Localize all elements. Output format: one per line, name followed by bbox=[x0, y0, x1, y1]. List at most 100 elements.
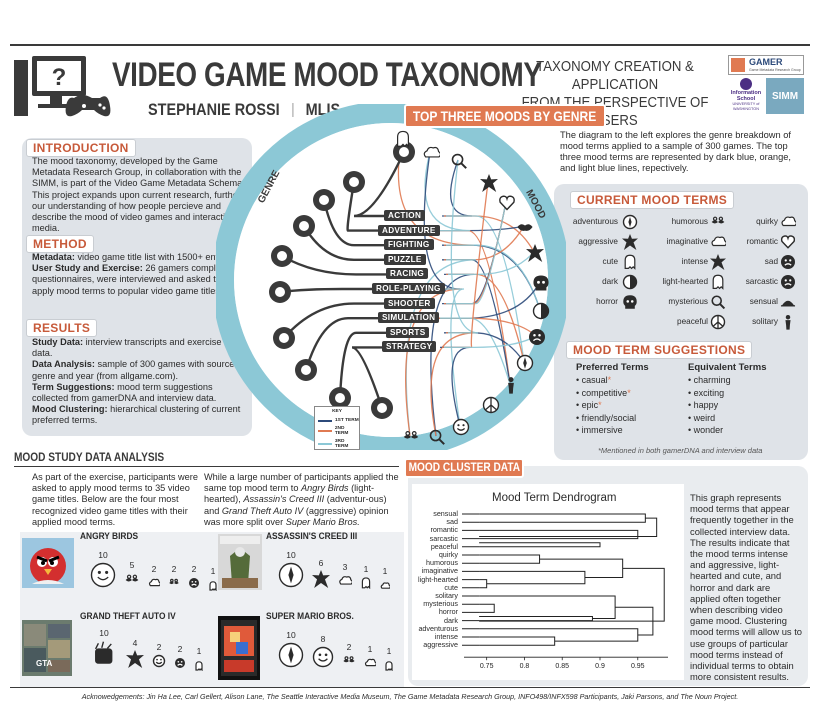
genre-mood-diagram bbox=[216, 104, 566, 450]
burst-icon bbox=[526, 244, 544, 262]
mood-link bbox=[448, 251, 535, 276]
dendro-tick-label: 0.9 bbox=[595, 663, 605, 670]
dendro-label-aggressive: aggressive bbox=[423, 640, 458, 650]
dendro-branch bbox=[479, 616, 593, 622]
mood-term-intense: intense bbox=[681, 257, 708, 266]
key-swatch-2 bbox=[318, 430, 332, 432]
svg-text:?: ? bbox=[52, 64, 67, 91]
mood-link bbox=[438, 229, 511, 385]
gamer-logo-mark bbox=[731, 58, 745, 72]
cute-icon bbox=[622, 254, 638, 270]
preferred-term: • competitive* bbox=[576, 387, 631, 398]
current-terms-label: CURRENT MOOD TERMS bbox=[570, 191, 735, 209]
search-icon bbox=[428, 428, 446, 446]
top-moods-title: TOP THREE MOODS BY GENRE bbox=[404, 104, 606, 128]
genre-icon-center bbox=[377, 403, 387, 413]
intro-label: INTRODUCTION bbox=[26, 139, 136, 157]
method-list: Metadata: video game title list with 150… bbox=[32, 252, 240, 297]
genre-icon-center bbox=[299, 221, 309, 231]
dendro-label-cute: cute bbox=[444, 582, 458, 592]
mood-term-sarcastic: sarcastic bbox=[745, 277, 778, 286]
cluster-text: This graph represents mood terms that ap… bbox=[690, 492, 803, 683]
angry-birds-cover bbox=[22, 538, 74, 588]
compass-icon bbox=[516, 354, 534, 372]
dendro-branch bbox=[479, 517, 658, 538]
intense-icon bbox=[710, 254, 726, 270]
dendro-label-adventurous: adventurous bbox=[418, 623, 458, 633]
mood-term-solitary: solitary bbox=[752, 317, 778, 326]
dendro-label-dark: dark bbox=[444, 615, 458, 625]
mood-term-quirky: quirky bbox=[756, 217, 778, 226]
sarcastic-icon bbox=[780, 274, 796, 290]
study-label: MOOD STUDY DATA ANALYSIS bbox=[14, 452, 165, 464]
half-icon bbox=[532, 302, 550, 320]
dendro-tick-label: 0.8 bbox=[520, 663, 530, 670]
equivalent-list: • charming• exciting• happy• weird• wond… bbox=[688, 374, 798, 437]
line-key: KEY 1ST TERM 2ND TERM 3RD TERM bbox=[314, 406, 360, 450]
cluster-label-text: MOOD CLUSTER DATA bbox=[408, 462, 520, 474]
intro-text: The mood taxonomy, developed by the Game… bbox=[32, 156, 254, 234]
dendro-label-intense: intense bbox=[434, 632, 458, 641]
search-icon bbox=[450, 152, 468, 170]
preferred-term: • epic* bbox=[576, 400, 602, 410]
preferred-term: • friendly/social bbox=[576, 412, 637, 423]
peaceful-icon bbox=[710, 314, 726, 330]
dendro-branch bbox=[479, 603, 495, 613]
dendro-branch bbox=[479, 554, 541, 564]
dendro-label-imaginative: imaginative bbox=[421, 566, 458, 576]
mood-link bbox=[446, 201, 507, 305]
ischool-text-2: School bbox=[736, 96, 756, 102]
genre-icon-center bbox=[275, 287, 285, 297]
genre-strategy: STRATEGY bbox=[382, 341, 437, 353]
imaginative-icon bbox=[710, 234, 727, 250]
right-panel bbox=[554, 184, 808, 460]
mood-term-light-hearted: light-hearted bbox=[662, 277, 708, 286]
ischool-logo: Information School UNIVERSITY of WASHING… bbox=[728, 78, 764, 114]
genre-sports: SPORTS bbox=[386, 326, 430, 338]
mood-link bbox=[440, 317, 511, 385]
results-item-3: Term Suggestions: mood term suggestions … bbox=[32, 381, 217, 404]
dendro-label-sarcastic: sarcastic bbox=[429, 533, 458, 543]
light-hearted-icon bbox=[710, 274, 726, 290]
dendro-branch bbox=[479, 570, 586, 585]
equivalent-term: • wonder bbox=[688, 425, 724, 435]
games-panel bbox=[20, 532, 404, 688]
solitary-icon bbox=[780, 314, 796, 330]
acknowledgements: Acknowedgements: Jin Ha Lee, Carl Geller… bbox=[81, 692, 739, 701]
dendro-branch bbox=[539, 558, 624, 579]
dark-icon bbox=[622, 274, 638, 290]
dendro-label-quirky: quirky bbox=[438, 550, 458, 559]
method-item-2: User Study and Exercise: 26 gamers compl… bbox=[32, 263, 234, 296]
genre-fighting: FIGHTING bbox=[384, 239, 434, 251]
humorous-icon bbox=[710, 214, 726, 230]
genre-icon-center bbox=[335, 393, 345, 403]
suggestions-label: MOOD TERM SUGGESTIONS bbox=[566, 341, 753, 359]
game-title-gta: GRAND THEFT AUTO IV bbox=[80, 611, 176, 622]
genre-icon-center bbox=[277, 251, 287, 261]
dendro-branch bbox=[479, 579, 488, 589]
ghost-icon bbox=[394, 130, 412, 148]
genre-spoke bbox=[304, 317, 378, 371]
genre-shooter: SHOOTER bbox=[384, 297, 435, 309]
mood-link bbox=[448, 159, 479, 334]
key-swatch-1 bbox=[318, 419, 332, 422]
mood-term-dark: dark bbox=[602, 277, 618, 286]
mood-link bbox=[442, 181, 489, 349]
mood-link bbox=[446, 244, 541, 311]
dendro-label-solitary: solitary bbox=[435, 591, 458, 600]
author-name: STEPHANIE ROSSI bbox=[148, 100, 280, 119]
top-moods-title-text: TOP THREE MOODS BY GENRE bbox=[413, 108, 597, 124]
ischool-text-4: WASHINGTON bbox=[733, 106, 759, 111]
footer-rule bbox=[10, 687, 810, 688]
genre-icon-center bbox=[349, 177, 359, 187]
study-rule bbox=[14, 466, 399, 467]
dendro-label-humorous: humorous bbox=[426, 558, 458, 568]
genre-action: ACTION bbox=[384, 210, 426, 221]
genre-spoke bbox=[353, 151, 406, 218]
dendro-branch bbox=[479, 595, 616, 620]
key-item-3: 3RD TERM bbox=[318, 439, 359, 449]
genre-spokes bbox=[269, 141, 415, 419]
quirky-icon bbox=[780, 214, 797, 230]
